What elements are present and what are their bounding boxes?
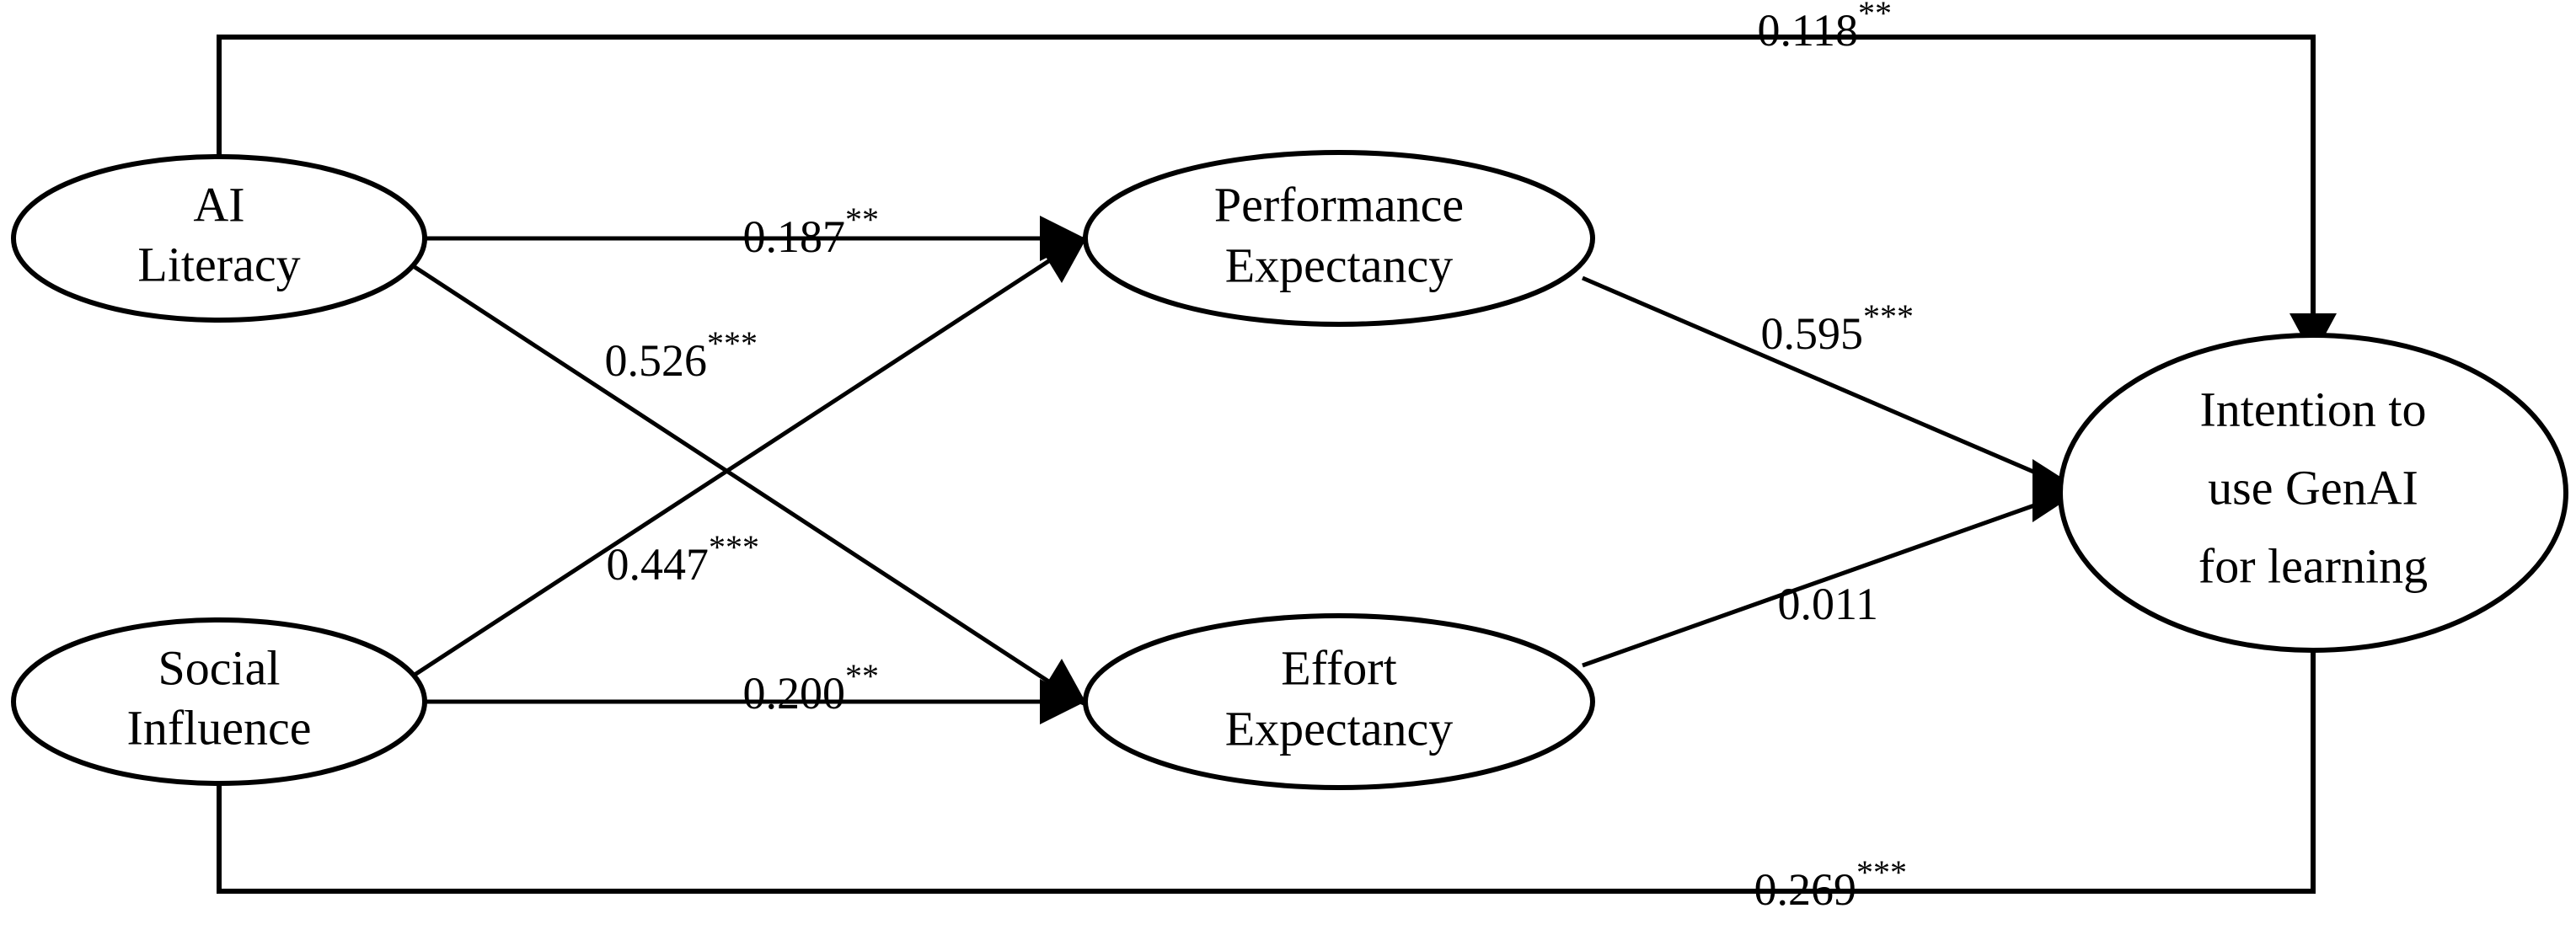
social-influence-label-line1: Social [158,640,281,695]
coef-value-0187: 0.187 [743,211,846,262]
coef-stars-0595: *** [1863,297,1914,335]
intention-label-line1: Intention to [2199,382,2426,436]
node-intention-to-use-genai-for-learning[interactable]: Intention to use GenAI for learning [2058,333,2568,653]
ai-literacy-label-line2: Literacy [137,237,300,291]
arrow-head-into-effort-expectancy-from-ai-literacy [1043,659,1089,708]
intention-ellipse[interactable] [2058,333,2568,653]
coef-value-0118: 0.118 [1758,5,1859,56]
performance-expectancy-ellipse[interactable] [1083,150,1595,327]
performance-expectancy-label-line2: Expectancy [1225,238,1454,292]
social-influence-label-line2: Influence [127,700,312,755]
effort-expectancy-ellipse[interactable] [1083,613,1595,790]
coefficient-label-ai-literacy-to-intention: 0.118** [1700,0,1926,56]
coef-value-0269: 0.269 [1754,864,1857,915]
node-ai-literacy[interactable]: AI Literacy [11,154,427,323]
coefficient-label-social-influence-to-effort-expectancy: 0.200** [686,657,913,719]
coefficient-label-ai-literacy-to-effort-expectancy: 0.526*** [548,324,792,387]
effort-expectancy-label-line1: Effort [1281,640,1396,695]
social-influence-ellipse[interactable] [11,617,427,786]
ai-literacy-label-line1: AI [193,177,244,232]
coefficient-label-performance-expectancy-to-intention: 0.595*** [1704,297,1948,360]
coef-value-0447: 0.447 [607,539,710,590]
path-line-ai-literacy-to-intention [217,35,2316,337]
coefficient-label-ai-literacy-to-performance-expectancy: 0.187** [686,200,913,263]
path-line-effort-expectancy-to-intention [1582,493,2064,668]
path-line-social-influence-to-performance-expectancy [408,243,1074,681]
coef-value-0011: 0.011 [1778,579,1879,629]
coef-stars-0526: *** [707,324,758,362]
coefficient-label-effort-expectancy-to-intention: 0.011 [1721,579,1913,629]
coef-stars-0200: ** [845,657,879,695]
coef-value-0526: 0.526 [605,335,708,386]
coef-stars-0269: *** [1856,853,1907,891]
coef-stars-0118: ** [1858,0,1892,32]
intention-label-line3: for learning [2198,538,2428,593]
node-performance-expectancy[interactable]: Performance Expectancy [1083,150,1595,327]
effort-expectancy-label-line2: Expectancy [1225,701,1454,756]
path-line-ai-literacy-to-effort-expectancy [408,261,1074,699]
path-line-social-influence-to-intention [217,649,2316,894]
coef-stars-0187: ** [845,200,879,238]
ai-literacy-ellipse[interactable] [11,154,427,323]
node-effort-expectancy[interactable]: Effort Expectancy [1083,613,1595,790]
coefficient-label-social-influence-to-intention: 0.269*** [1697,853,1941,916]
coefficient-label-social-influence-to-performance-expectancy: 0.447*** [549,528,794,590]
node-social-influence[interactable]: Social Influence [11,617,427,786]
arrow-head-left-into-intention [2032,459,2081,522]
intention-label-line2: use GenAI [2208,460,2418,515]
coef-value-0200: 0.200 [743,668,846,719]
arrow-head-into-performance-expectancy-from-social-influence [1043,234,1089,283]
coef-stars-0447: *** [709,528,759,566]
performance-expectancy-label-line1: Performance [1214,177,1464,232]
path-line-performance-expectancy-to-intention [1582,275,2064,487]
coef-value-0595: 0.595 [1761,308,1864,359]
